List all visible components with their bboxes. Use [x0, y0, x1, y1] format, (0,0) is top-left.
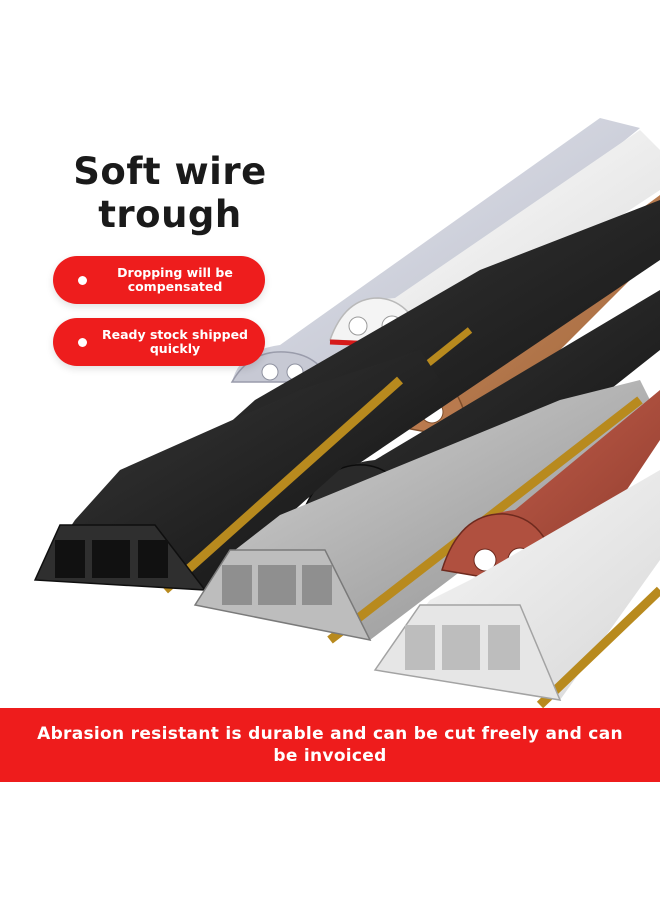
bullet-icon: [78, 276, 87, 285]
compensation-badge: Dropping will be compensated: [53, 256, 265, 304]
badge-text: Ready stock shipped quickly: [101, 327, 248, 356]
headline: Soft wire trough: [73, 150, 267, 236]
white-flat-trough: [373, 470, 660, 709]
wire-trough-illustration: [33, 118, 660, 709]
black-flat-trough-front: [33, 350, 440, 594]
shipping-badge: Ready stock shipped quickly: [53, 318, 265, 366]
banner-text: Abrasion resistant is durable and can be…: [37, 724, 623, 766]
badge-text: Dropping will be compensated: [117, 265, 233, 294]
feature-banner: Abrasion resistant is durable and can be…: [0, 708, 660, 782]
bullet-icon: [78, 338, 87, 347]
